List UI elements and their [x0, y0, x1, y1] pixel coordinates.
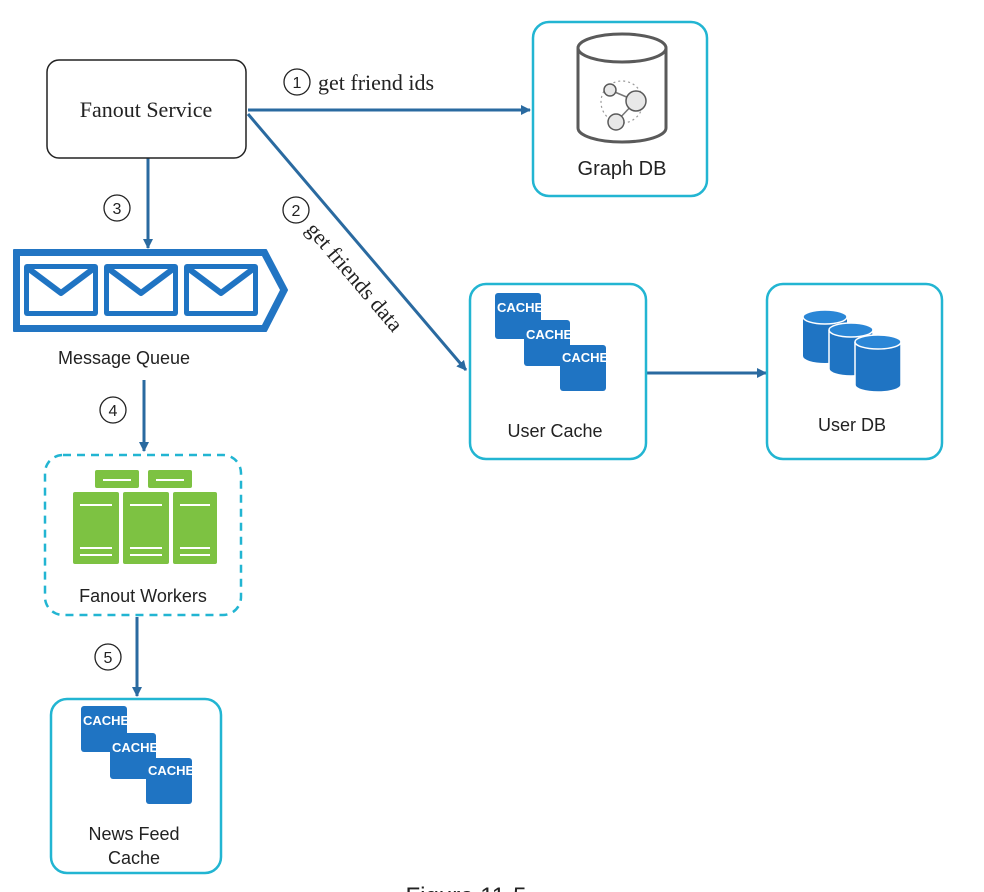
edge-4: 4 — [99, 380, 149, 452]
cache-stack-icon: CACHE CACHE CACHE — [81, 706, 195, 804]
news-feed-cache-box[interactable] — [49, 697, 223, 875]
envelope-icon — [104, 264, 178, 316]
edge-2-label: get friends data — [301, 217, 408, 337]
envelope-icon — [24, 264, 98, 316]
node-news-feed-cache[interactable]: CACHE CACHE CACHE News Feed Cache — [49, 697, 223, 875]
database-stack-icon — [802, 309, 902, 393]
edge-2-line — [246, 113, 468, 371]
fanout-service-box[interactable] — [46, 59, 247, 159]
cache-icon-text: CACHE — [148, 763, 195, 778]
figure-caption: Figure 11-5 — [406, 883, 527, 892]
cache-icon-text: CACHE — [497, 300, 544, 315]
step-1-number: 1 — [293, 75, 302, 92]
step-5-circle — [94, 643, 122, 671]
node-user-db[interactable]: User DB — [765, 282, 944, 461]
news-feed-cache-label-line1: News Feed — [88, 824, 179, 844]
message-queue-icon — [13, 249, 288, 332]
edge-5: 5 — [94, 617, 142, 697]
edge-3: 3 — [103, 158, 153, 249]
cache-icon-text: CACHE — [112, 740, 159, 755]
user-cache-label: User Cache — [507, 421, 602, 441]
news-feed-cache-label-line2: Cache — [108, 848, 160, 868]
envelope-icon — [184, 264, 258, 316]
step-4-number: 4 — [109, 403, 118, 420]
graph-db-label: Graph DB — [578, 158, 667, 180]
edge-1: 1 get friend ids — [248, 68, 531, 115]
step-3-number: 3 — [113, 201, 122, 218]
node-user-cache[interactable]: CACHE CACHE CACHE User Cache — [468, 282, 648, 461]
cache-icon-text: CACHE — [562, 350, 609, 365]
step-5-number: 5 — [104, 650, 113, 667]
edge-2: 2 get friends data — [246, 113, 468, 371]
cache-icon-text: CACHE — [83, 713, 130, 728]
cache-stack-icon: CACHE CACHE CACHE — [495, 293, 609, 391]
fanout-service-label: Fanout Service — [80, 97, 213, 122]
node-fanout-service[interactable]: Fanout Service — [46, 59, 247, 159]
message-queue-label: Message Queue — [58, 348, 190, 368]
step-1-circle — [283, 68, 311, 96]
node-message-queue[interactable]: Message Queue — [13, 249, 288, 368]
step-2-number: 2 — [292, 203, 301, 220]
cache-icon-text: CACHE — [526, 327, 573, 342]
graph-database-icon — [576, 32, 668, 144]
step-4-circle — [99, 396, 127, 424]
edge-1-label: get friend ids — [318, 70, 434, 95]
node-fanout-workers[interactable]: Fanout Workers — [43, 453, 243, 617]
server-rack-icon — [73, 470, 217, 564]
fanout-workers-label: Fanout Workers — [79, 586, 207, 606]
step-3-circle — [103, 194, 131, 222]
step-2-circle — [282, 196, 310, 224]
user-db-label: User DB — [818, 415, 886, 435]
node-graph-db[interactable]: Graph DB — [531, 20, 709, 198]
